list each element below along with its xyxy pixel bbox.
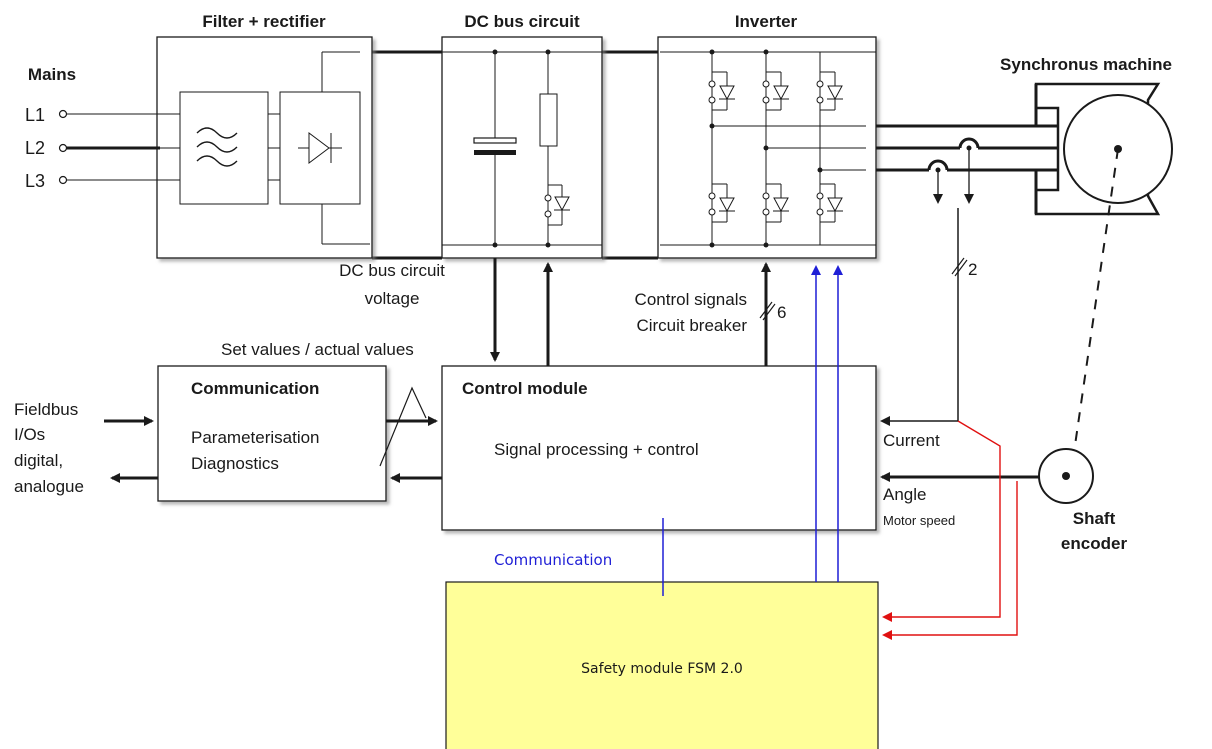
red-links	[882, 420, 1018, 640]
igbt-switch	[712, 71, 735, 111]
bus-width-2-label: 2	[968, 260, 977, 279]
mains-title: Mains	[28, 65, 76, 84]
synchronous-machine-title: Synchronus machine	[1000, 55, 1172, 74]
signal-processing-label: Signal processing + control	[494, 440, 699, 459]
current-feedback-line	[880, 208, 959, 426]
power-bus-lines	[372, 50, 658, 260]
communication-link-label: Communication	[494, 551, 612, 569]
motor-leads	[876, 124, 1062, 204]
fieldbus-label-2: I/Os	[14, 425, 45, 444]
signal-arrows	[104, 258, 1039, 483]
fieldbus-label-1: Fieldbus	[14, 400, 78, 419]
inverter-title: Inverter	[735, 12, 798, 31]
dc-bus-block: DC bus circuit	[441, 12, 603, 259]
control-module-block: Control module Signal processing + contr…	[441, 365, 877, 531]
filter-rectifier-block: Filter + rectifier	[156, 12, 373, 259]
synchronous-machine: Synchronus machine	[1000, 55, 1173, 216]
shaft-encoder-label-2: encoder	[1061, 534, 1128, 553]
angle-label: Angle	[883, 485, 926, 504]
dc-voltage-label-2: voltage	[365, 289, 420, 308]
current-label: Current	[883, 431, 940, 450]
set-actual-values-label: Set values / actual values	[221, 340, 414, 359]
bus-width-6-label: 6	[777, 303, 786, 322]
control-signals-label-2: Circuit breaker	[636, 316, 747, 335]
fieldbus-label-4: analogue	[14, 477, 84, 496]
phase-l3-label: L3	[25, 171, 45, 191]
diagnostics-label: Diagnostics	[191, 454, 279, 473]
mains-input: Mains L1 L2 L3	[25, 65, 160, 191]
shaft-encoder: Shaft encoder	[1038, 448, 1128, 553]
phase-l2-label: L2	[25, 138, 45, 158]
bus-slash-marks	[759, 257, 968, 321]
shaft-encoder-label-1: Shaft	[1073, 509, 1116, 528]
communication-block: Communication Parameterisation Diagnosti…	[157, 365, 387, 502]
dc-bus-title: DC bus circuit	[464, 12, 580, 31]
phase-l1-label: L1	[25, 105, 45, 125]
encoder-shaft-link	[1071, 148, 1119, 467]
set-values-pointer	[379, 386, 427, 467]
communication-title: Communication	[191, 379, 319, 398]
safety-module-label: Safety module FSM 2.0	[581, 661, 743, 677]
parameterisation-label: Parameterisation	[191, 428, 320, 447]
control-module-title: Control module	[462, 379, 588, 398]
control-signals-label-1: Control signals	[635, 290, 747, 309]
blue-links	[662, 265, 843, 596]
dc-voltage-label-1: DC bus circuit	[339, 261, 445, 280]
motor-speed-label: Motor speed	[883, 513, 955, 528]
safety-module-block	[445, 581, 879, 749]
filter-rectifier-title: Filter + rectifier	[202, 12, 326, 31]
fieldbus-label-3: digital,	[14, 451, 63, 470]
inverter-block: Inverter	[657, 12, 877, 259]
